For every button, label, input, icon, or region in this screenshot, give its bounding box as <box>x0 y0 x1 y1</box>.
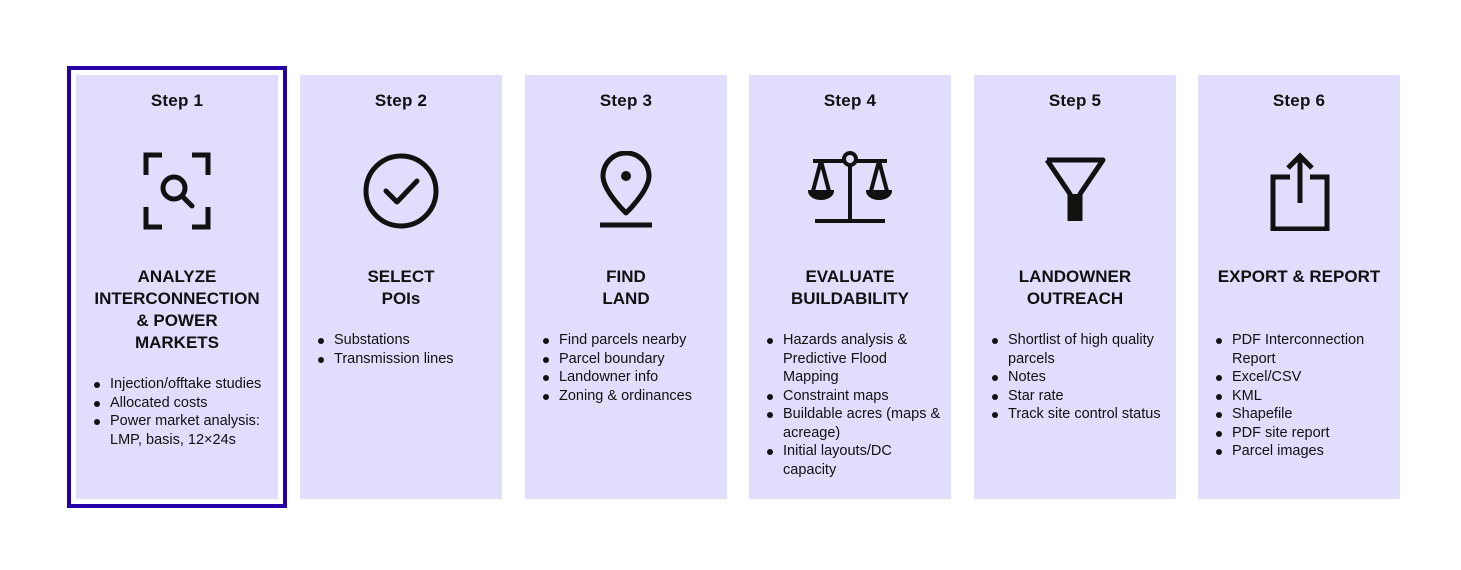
bullet-item: Zoning & ordinances <box>543 387 719 406</box>
check-circle-icon <box>356 151 446 231</box>
step-card-4[interactable]: Step 4 EVALUATE BUILDABILITY Hazards ana… <box>749 75 951 499</box>
bullet-item: Transmission lines <box>318 350 494 369</box>
step-bullets: Substations Transmission lines <box>318 331 494 368</box>
step-title: EXPORT & REPORT <box>1217 267 1381 286</box>
bullet-item: Track site control status <box>992 405 1168 424</box>
bullet-item: Parcel images <box>1216 442 1392 461</box>
step-bullets: PDF Interconnection Report Excel/CSV KML… <box>1216 331 1392 461</box>
step-bullets: Hazards analysis & Predictive Flood Mapp… <box>767 331 943 479</box>
step-bullets: Find parcels nearby Parcel boundary Land… <box>543 331 719 405</box>
step-bullets: Injection/offtake studies Allocated cost… <box>94 375 270 449</box>
step-card-6[interactable]: Step 6 EXPORT & REPORT PDF Interconnecti… <box>1198 75 1400 499</box>
bullet-item: Landowner info <box>543 368 719 387</box>
step-label: Step 1 <box>150 91 204 110</box>
step-card-1[interactable]: Step 1 ANALYZE INTERCONNECTION & POWER M… <box>67 66 287 508</box>
step-card-2[interactable]: Step 2 SELECT POIs Substations Transmiss… <box>300 75 502 499</box>
bullet-item: Power market analysis: LMP, basis, 12×24… <box>94 412 270 449</box>
filter-icon <box>1030 151 1120 231</box>
bullet-item: Star rate <box>992 387 1168 406</box>
bullet-item: Substations <box>318 331 494 350</box>
bullet-item: Hazards analysis & Predictive Flood Mapp… <box>767 331 943 387</box>
step-title: FIND LAND <box>602 267 650 308</box>
step-label: Step 3 <box>599 91 653 110</box>
step-label: Step 6 <box>1272 91 1326 110</box>
magnify-scan-icon <box>132 151 222 231</box>
bullet-item: Allocated costs <box>94 394 270 413</box>
step-label: Step 2 <box>374 91 428 110</box>
bullet-item: KML <box>1216 387 1392 406</box>
bullet-item: Find parcels nearby <box>543 331 719 350</box>
step-title: SELECT POIs <box>367 267 435 308</box>
step-card-5[interactable]: Step 5 LANDOWNER OUTREACH Shortlist of h… <box>974 75 1176 499</box>
step-title: LANDOWNER OUTREACH <box>1018 267 1132 308</box>
step-label: Step 4 <box>823 91 877 110</box>
bullet-item: PDF Interconnection Report <box>1216 331 1392 368</box>
step-title: EVALUATE BUILDABILITY <box>790 267 910 308</box>
balance-scale-icon <box>805 151 895 231</box>
bullet-item: Injection/offtake studies <box>94 375 270 394</box>
step-bullets: Shortlist of high quality parcels Notes … <box>992 331 1168 424</box>
bullet-item: Buildable acres (maps & acreage) <box>767 405 943 442</box>
bullet-item: Shortlist of high quality parcels <box>992 331 1168 368</box>
bullet-item: Excel/CSV <box>1216 368 1392 387</box>
bullet-item: PDF site report <box>1216 424 1392 443</box>
step-card-3[interactable]: Step 3 FIND LAND Find parcels nearby Par… <box>525 75 727 499</box>
step-label: Step 5 <box>1048 91 1102 110</box>
bullet-item: Shapefile <box>1216 405 1392 424</box>
step-title: ANALYZE INTERCONNECTION & POWER MARKETS <box>94 267 260 352</box>
bullet-item: Notes <box>992 368 1168 387</box>
bullet-item: Initial layouts/DC capacity <box>767 442 943 479</box>
bullet-item: Constraint maps <box>767 387 943 406</box>
bullet-item: Parcel boundary <box>543 350 719 369</box>
share-export-icon <box>1254 151 1344 231</box>
map-pin-icon <box>581 151 671 231</box>
